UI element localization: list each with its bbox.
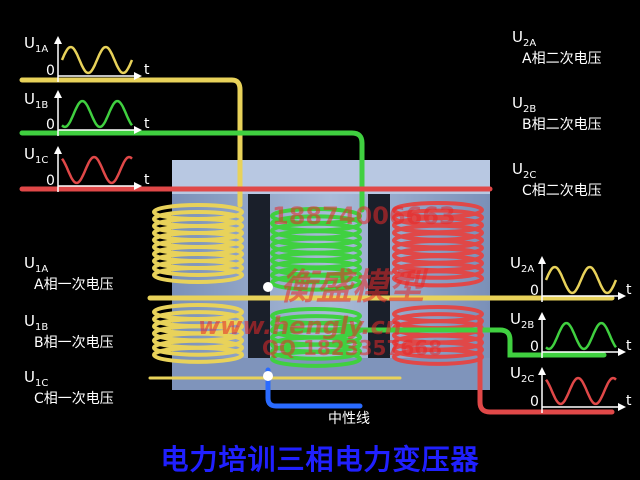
u1a-label-symbol: U1A [24,254,49,276]
junction-node-lower [263,371,273,381]
junction-node-upper [263,282,273,292]
axis-time-1c: t [144,172,150,188]
primary-wires [19,77,493,409]
u2a-name: A相二次电压 [522,51,602,67]
secondary-wires [147,295,615,415]
watermark-qq: QQ 1823357668 [262,336,443,360]
axis-origin-1a: 0 [46,63,55,79]
axis-time-1a: t [144,62,150,78]
axis-origin-1c: 0 [46,173,55,189]
wire-a-in [19,77,243,208]
axis-origin-2c: 0 [530,394,539,410]
u1b-symbol: U1B [24,90,49,112]
watermark-brand: 衡盛模型 [280,267,425,308]
coil-b [270,207,362,368]
axis-time-2c: t [626,393,632,409]
u1b-name: B相一次电压 [34,335,114,351]
axis-origin-1b: 0 [46,117,55,133]
watermark-site: www.hengly.cn [198,312,402,340]
axis-time-1b: t [144,116,150,132]
u1c-label-symbol: U1C [24,368,49,390]
wire-c-out [477,317,615,415]
u1c-symbol: U1C [24,145,49,167]
u2b-name: B相二次电压 [522,117,602,133]
u1a-name: A相一次电压 [34,277,114,293]
u2c-name: C相二次电压 [522,183,602,199]
axis-origin-2a: 0 [530,283,539,299]
neutral-label: 中性线 [328,411,370,427]
coil-a [152,203,244,364]
u2b-symbol: U2B [510,310,535,332]
coil-c [392,201,484,366]
wire-b-out [297,327,607,358]
axis-time-2b: t [626,338,632,354]
u2a-label-symbol: U2A [512,28,537,50]
u2c-symbol: U2C [510,364,535,386]
u1c-name: C相一次电压 [34,391,114,407]
page-title: 电力培训三相电力变压器 [160,443,480,476]
u2b-label-symbol: U2B [512,94,537,116]
axis-origin-2b: 0 [530,339,539,355]
neutral-wire [265,367,363,409]
wire-b-in [19,130,365,213]
u2c-label-symbol: U2C [512,160,537,182]
waveform-plots [54,36,626,413]
watermark-phone: 18874006663 [272,202,456,230]
u1b-label-symbol: U1B [24,312,49,334]
u2a-symbol: U2A [510,254,535,276]
axis-time-2a: t [626,282,632,298]
u1a-symbol: U1A [24,34,49,56]
